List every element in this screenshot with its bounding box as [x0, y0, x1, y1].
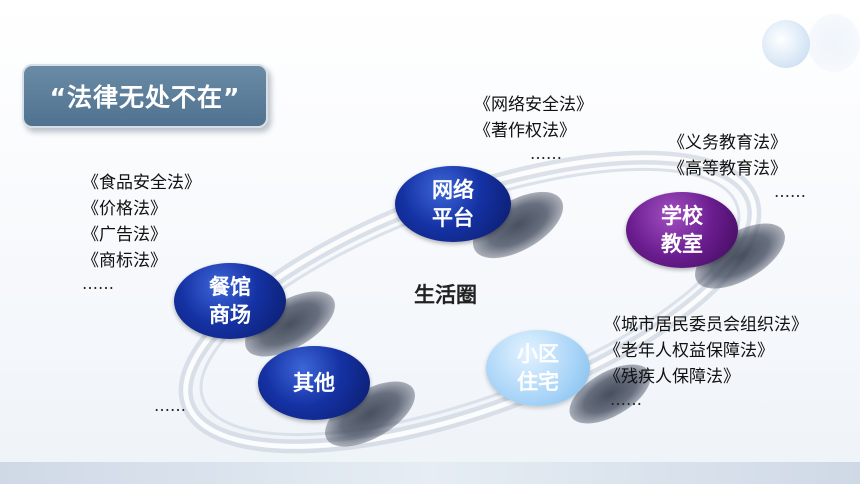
law-list-community: 《城市居民委员会组织法》 《老年人权益保障法》 《残疾人保障法》 ……	[604, 312, 808, 410]
law-list-school: 《义务教育法》 《高等教育法》 ……	[668, 130, 806, 202]
law-item: 《高等教育法》	[668, 159, 787, 179]
title-box: “法律无处不在”	[22, 64, 268, 128]
center-label: 生活圈	[414, 283, 477, 307]
decorative-circle	[762, 20, 810, 68]
node-network-platform: 网络 平台	[395, 166, 511, 242]
node-school-classroom: 学校 教室	[626, 192, 738, 268]
node-restaurant-mall: 餐馆 商场	[174, 263, 286, 339]
ellipsis: ……	[610, 390, 642, 409]
bottom-band	[0, 462, 860, 484]
law-item: 《价格法》	[82, 199, 167, 219]
ellipsis: ……	[82, 274, 114, 293]
law-item: 《食品安全法》	[82, 173, 201, 193]
law-item: 《义务教育法》	[668, 133, 787, 153]
ellipsis: ……	[154, 396, 186, 415]
law-item: 《残疾人保障法》	[604, 367, 740, 387]
law-item: 《网络安全法》	[474, 95, 593, 115]
ellipsis: ……	[530, 144, 562, 163]
law-item: 《商标法》	[82, 251, 167, 271]
law-list-other: ……	[154, 396, 186, 416]
ellipsis: ……	[774, 182, 806, 201]
law-item: 《广告法》	[82, 225, 167, 245]
node-other: 其他	[258, 346, 370, 420]
decorative-circle	[808, 14, 860, 72]
law-list-network: 《网络安全法》 《著作权法》 ……	[474, 92, 593, 164]
law-list-restaurant: 《食品安全法》 《价格法》 《广告法》 《商标法》 ……	[82, 170, 201, 294]
law-item: 《城市居民委员会组织法》	[604, 315, 808, 335]
node-community-residence: 小区 住宅	[486, 330, 590, 406]
law-item: 《著作权法》	[474, 121, 576, 141]
page-title: “法律无处不在”	[49, 83, 241, 112]
law-item: 《老年人权益保障法》	[604, 341, 774, 361]
